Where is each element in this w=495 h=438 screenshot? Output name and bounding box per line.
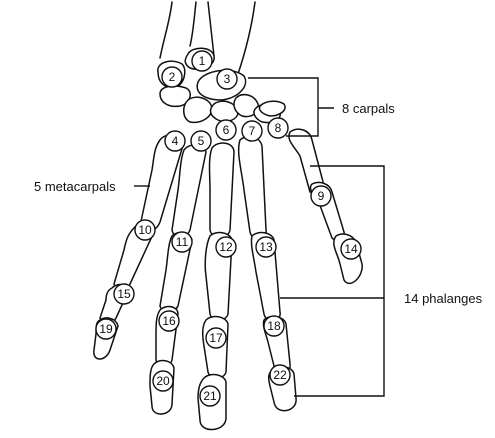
bone-marker-12: 12 (215, 236, 237, 258)
bone-marker-3: 3 (216, 68, 238, 90)
carpals-label: 8 carpals (342, 101, 395, 116)
bone-marker-2: 2 (161, 66, 183, 88)
bone-marker-number: 21 (203, 389, 217, 403)
bone-marker-number: 2 (169, 70, 176, 84)
bone-marker-17: 17 (205, 327, 227, 349)
bone-marker-number: 22 (273, 368, 287, 382)
forearm-bones (159, 1, 256, 75)
bone-marker-15: 15 (113, 283, 135, 305)
phalanges-label: 14 phalanges (404, 291, 483, 306)
bone-marker-13: 13 (255, 236, 277, 258)
bone-marker-number: 12 (219, 240, 233, 254)
bone-marker-number: 3 (224, 72, 231, 86)
bone-marker-number: 10 (138, 223, 152, 237)
bone-marker-22: 22 (269, 364, 291, 386)
bone-marker-4: 4 (164, 130, 186, 152)
bone-marker-number: 8 (275, 121, 282, 135)
bone-marker-number: 4 (172, 134, 179, 148)
bone-marker-number: 19 (99, 322, 113, 336)
bone-marker-number: 16 (162, 314, 176, 328)
carpals-bracket (248, 77, 334, 137)
metacarpals-label: 5 metacarpals (34, 179, 116, 194)
bone-marker-6: 6 (215, 119, 237, 141)
bone-marker-21: 21 (199, 385, 221, 407)
bone-marker-number: 18 (267, 319, 281, 333)
finger-bones (93, 128, 363, 431)
bone-marker-number: 9 (318, 189, 325, 203)
bone-marker-10: 10 (134, 219, 156, 241)
bone-marker-20: 20 (152, 370, 174, 392)
bone-marker-9: 9 (310, 185, 332, 207)
bone-marker-number: 15 (117, 287, 131, 301)
bone-marker-19: 19 (95, 318, 117, 340)
bone-marker-16: 16 (158, 310, 180, 332)
bone-marker-7: 7 (241, 120, 263, 142)
bone-marker-1: 1 (191, 50, 213, 72)
bone-marker-14: 14 (340, 238, 362, 260)
bone-marker-number: 1 (199, 54, 206, 68)
callout-lines (134, 77, 385, 397)
bone-marker-number: 7 (249, 124, 256, 138)
bone-marker-5: 5 (190, 130, 212, 152)
bone-marker-18: 18 (263, 315, 285, 337)
bone-number-markers: 1 2 3 4 5 6 7 8 9 10 11 12 13 14 15 16 1… (95, 50, 362, 407)
bone-marker-number: 13 (259, 240, 273, 254)
bone-marker-number: 11 (176, 235, 189, 249)
bone-marker-number: 20 (156, 374, 170, 388)
bone-marker-number: 14 (344, 242, 358, 256)
bone-marker-number: 6 (223, 123, 230, 137)
bone-marker-11: 11 (171, 231, 193, 253)
bone-marker-number: 17 (209, 331, 223, 345)
bone-marker-number: 5 (198, 134, 205, 148)
group-labels: 8 carpals 5 metacarpals 14 phalanges (34, 101, 483, 306)
bone-marker-8: 8 (267, 117, 289, 139)
phalanges-bracket (280, 165, 385, 397)
